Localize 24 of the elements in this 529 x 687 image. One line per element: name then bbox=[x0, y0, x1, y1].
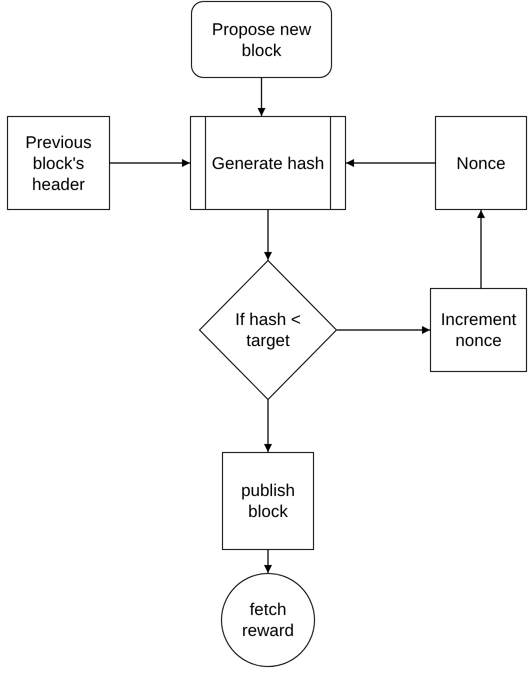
process-box bbox=[7, 116, 110, 210]
arrow bbox=[264, 210, 272, 260]
arrow bbox=[477, 210, 485, 288]
end-circle bbox=[221, 573, 315, 667]
arrow bbox=[258, 78, 266, 116]
decision-diamond bbox=[199, 260, 337, 400]
node-label: Nonce bbox=[456, 152, 506, 174]
process-box bbox=[435, 116, 527, 210]
arrow bbox=[346, 159, 435, 167]
node-label: publish block bbox=[240, 480, 296, 522]
process-box bbox=[430, 288, 527, 372]
node-label: If hash < target bbox=[234, 309, 302, 351]
arrow bbox=[264, 400, 272, 452]
process-box bbox=[190, 116, 346, 210]
arrow bbox=[110, 159, 190, 167]
node-label: fetch reward bbox=[241, 599, 295, 641]
terminal-box bbox=[191, 1, 332, 78]
node-label: Increment nonce bbox=[440, 309, 518, 351]
arrow bbox=[264, 550, 272, 573]
arrow bbox=[337, 326, 430, 334]
node-label: Propose new block bbox=[210, 18, 312, 60]
node-label: Generate hash bbox=[212, 152, 324, 174]
node-label: Previous block's header bbox=[24, 132, 93, 194]
process-box bbox=[222, 452, 314, 550]
